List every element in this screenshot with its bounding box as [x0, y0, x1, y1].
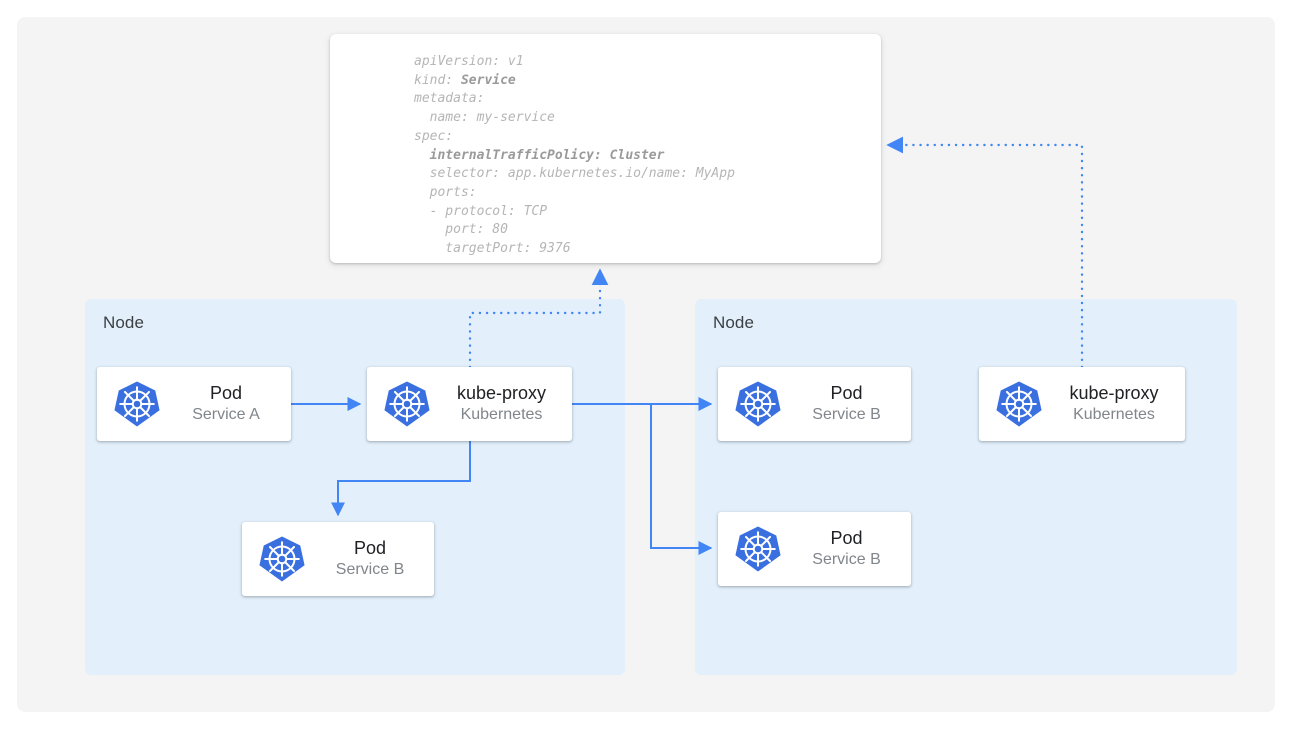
kubernetes-icon	[735, 381, 781, 427]
card-title: Pod	[830, 528, 863, 549]
card-text: Pod Service B	[782, 527, 911, 570]
card-pod-service-b-top-right[interactable]: Pod Service B	[718, 367, 911, 441]
node-container-left: Node	[85, 299, 625, 675]
kubernetes-icon	[384, 381, 430, 427]
service-manifest-code: apiVersion: v1 kind: Service metadata: n…	[414, 54, 735, 257]
card-title: kube-proxy	[456, 383, 547, 404]
card-pod-service-b-left[interactable]: Pod Service B	[242, 522, 434, 596]
card-kube-proxy-right[interactable]: kube-proxy Kubernetes	[979, 367, 1185, 441]
node-label-left: Node	[103, 313, 145, 332]
service-manifest-card: apiVersion: v1 kind: Service metadata: n…	[330, 34, 881, 263]
card-subtitle: Kubernetes	[1073, 405, 1155, 423]
kubernetes-icon	[114, 381, 160, 427]
card-subtitle: Service B	[812, 405, 881, 423]
card-text: kube-proxy Kubernetes	[431, 382, 572, 425]
card-title: Pod	[353, 538, 387, 559]
card-text: kube-proxy Kubernetes	[1043, 382, 1185, 425]
kubernetes-icon	[735, 526, 781, 572]
card-title: Pod	[209, 383, 243, 404]
card-pod-service-a[interactable]: Pod Service A	[97, 367, 291, 441]
card-title: kube-proxy	[1069, 383, 1159, 404]
card-subtitle: Kubernetes	[460, 405, 543, 423]
card-title: Pod	[830, 383, 863, 404]
card-subtitle: Service A	[192, 405, 260, 423]
card-text: Pod Service B	[782, 382, 911, 425]
card-pod-service-b-bottom-right[interactable]: Pod Service B	[718, 512, 911, 586]
card-subtitle: Service B	[812, 550, 881, 568]
node-label-right: Node	[713, 313, 755, 332]
kubernetes-icon	[259, 536, 305, 582]
card-text: Pod Service B	[306, 537, 434, 580]
node-container-right: Node	[695, 299, 1237, 675]
card-text: Pod Service A	[161, 382, 291, 425]
card-kube-proxy-left[interactable]: kube-proxy Kubernetes	[367, 367, 572, 441]
card-subtitle: Service B	[335, 560, 405, 578]
kubernetes-icon	[996, 381, 1042, 427]
